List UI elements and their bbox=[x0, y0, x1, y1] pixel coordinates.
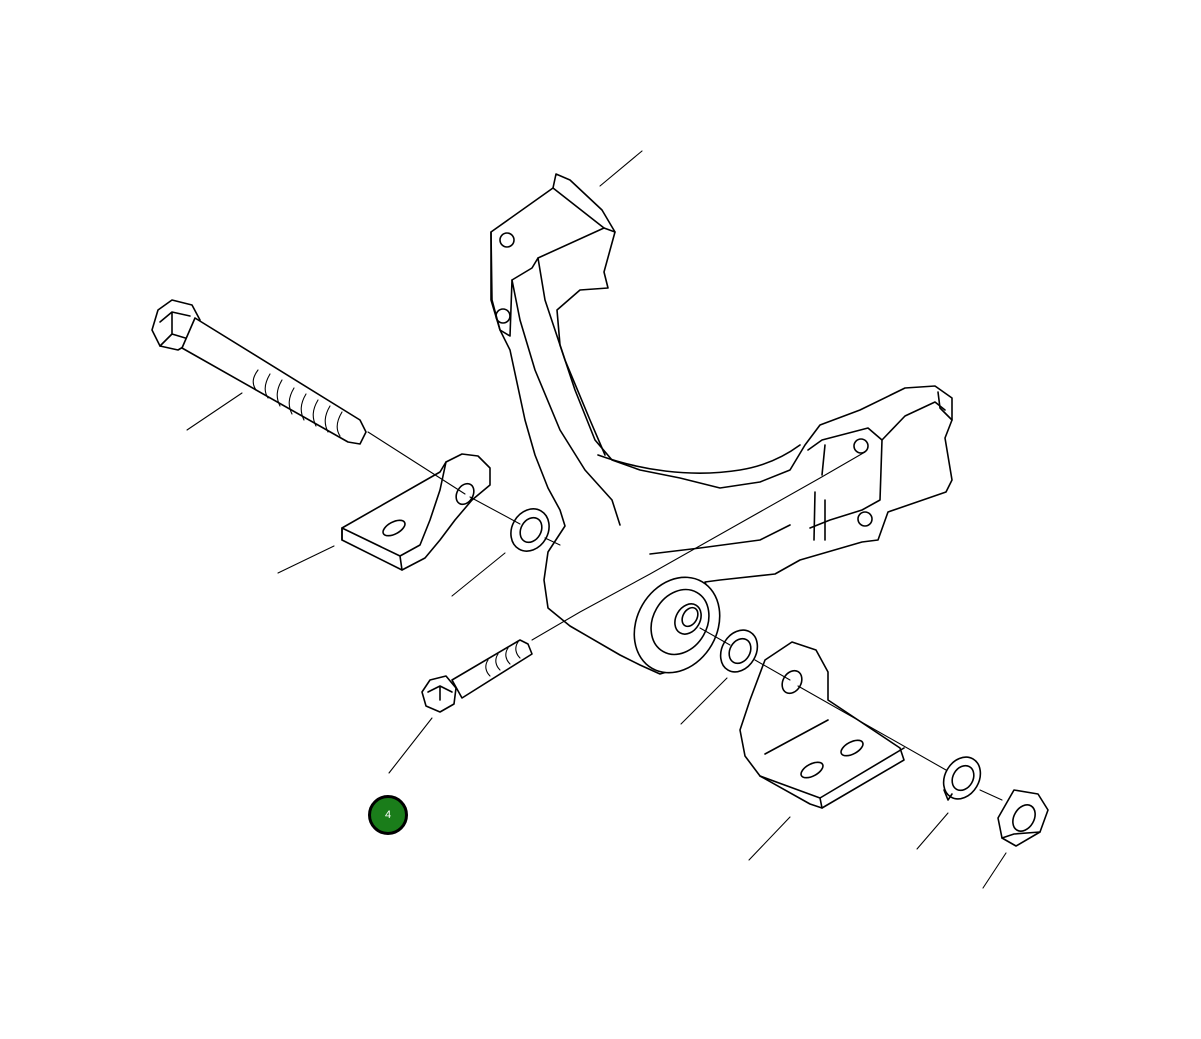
washer-left bbox=[510, 508, 550, 552]
callout-number: 4 bbox=[384, 809, 392, 821]
leader-line-washer-right bbox=[680, 677, 728, 725]
engine-mount-bracket bbox=[490, 173, 953, 675]
leader-line-flange-bolt bbox=[388, 717, 433, 774]
left-foot-bracket bbox=[341, 453, 491, 571]
leader-line-right-foot bbox=[748, 816, 791, 861]
right-foot-bracket bbox=[739, 641, 905, 809]
spring-washer bbox=[942, 756, 982, 801]
long-bolt bbox=[151, 299, 367, 445]
leader-line-bracket bbox=[599, 150, 643, 187]
leader-line-left-foot bbox=[277, 545, 335, 574]
leader-line-hex-nut bbox=[982, 852, 1007, 889]
leader-line-long-bolt bbox=[186, 392, 243, 431]
assembly-axis-lines bbox=[367, 431, 1003, 801]
hex-nut bbox=[997, 789, 1049, 847]
callout-badge[interactable]: 4 bbox=[368, 795, 408, 835]
leader-lines bbox=[186, 150, 1007, 889]
leader-line-washer-left bbox=[451, 552, 506, 597]
washer-right bbox=[719, 629, 759, 673]
flange-bolt bbox=[421, 639, 533, 713]
leader-line-spring-washer bbox=[916, 812, 949, 850]
